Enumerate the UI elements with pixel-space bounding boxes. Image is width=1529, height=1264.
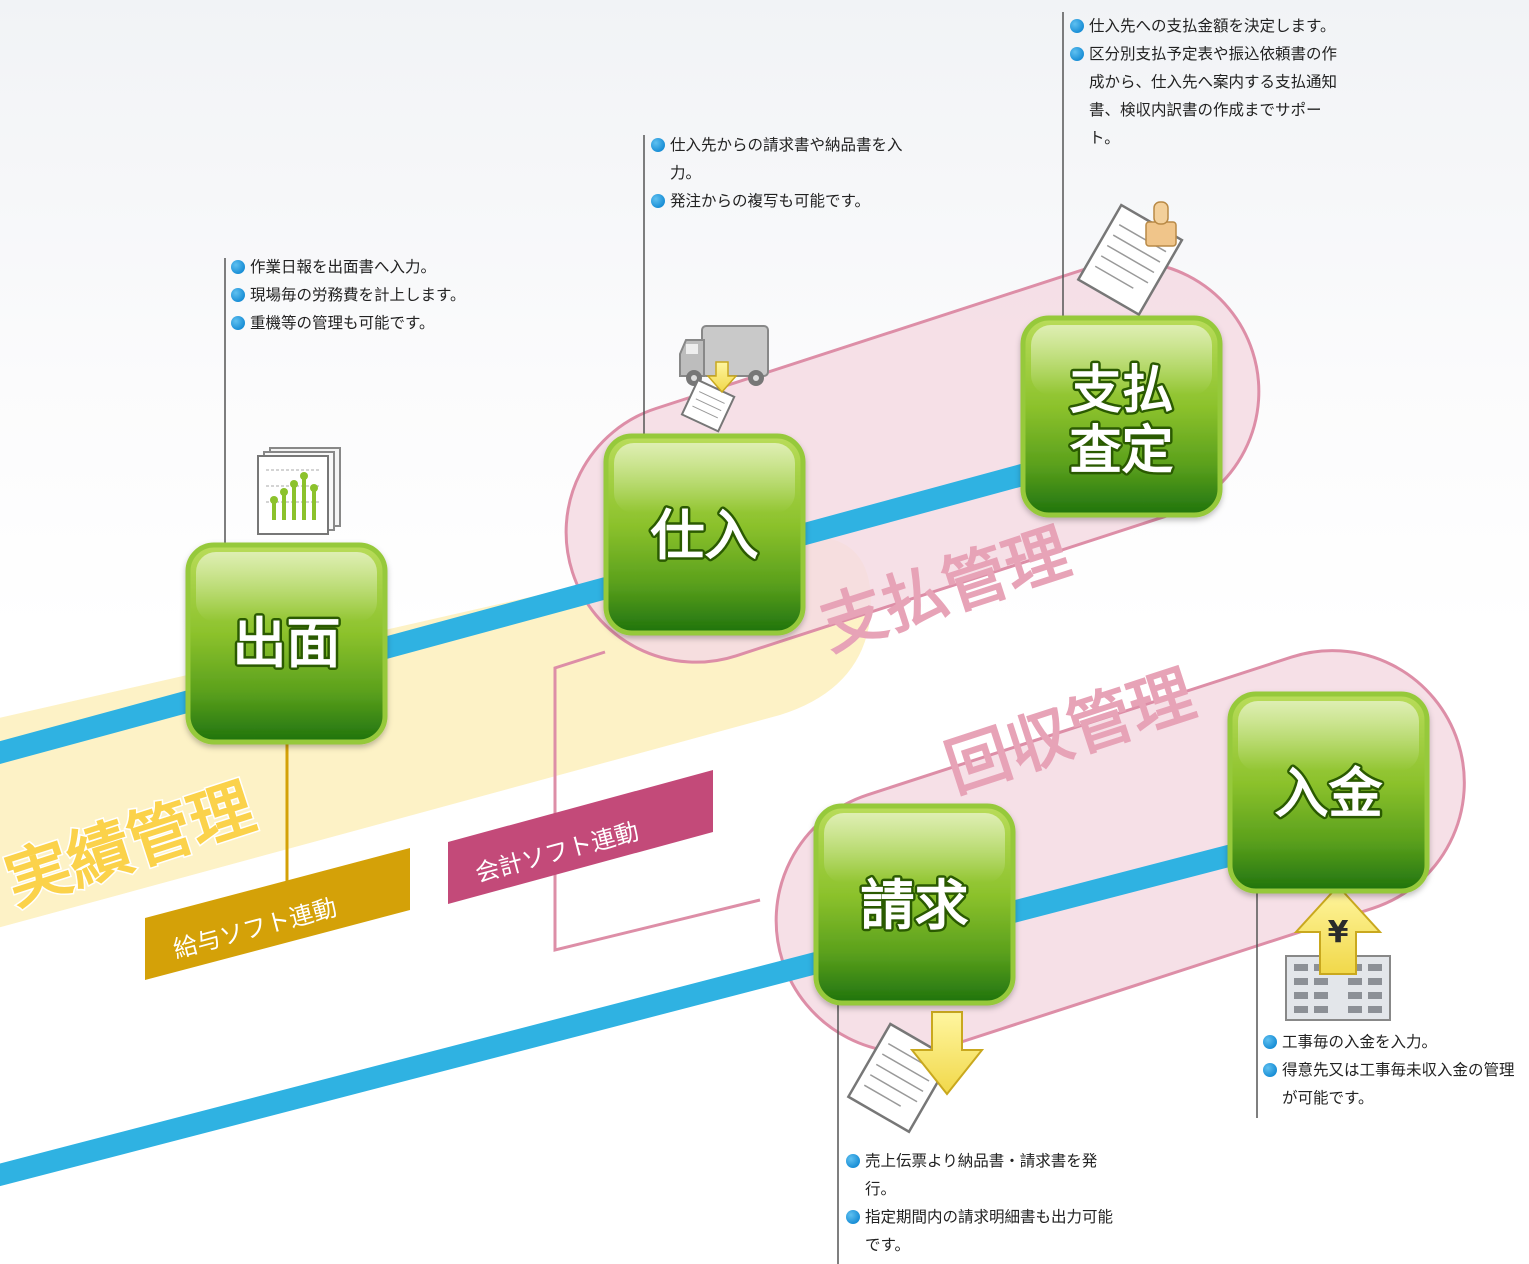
shiharai-desc-item: 区分別支払予定表や振込依頼書の作成から、仕入先へ案内する支払通知書、検収内訳書の…	[1069, 40, 1339, 152]
node-nyukin[interactable]: 入金	[1227, 691, 1430, 894]
kaikei-connector	[553, 650, 761, 952]
shiharai-desc-item: 仕入先への支払金額を決定します。	[1069, 12, 1339, 40]
shiharai-description: 仕入先への支払金額を決定します。 区分別支払予定表や振込依頼書の作成から、仕入先…	[1069, 12, 1339, 152]
shiire-desc-item: 発注からの複写も可能です。	[650, 187, 920, 215]
node-shiharai-label-1: 支払	[1069, 361, 1173, 421]
seikyu-desc-item: 売上伝票より納品書・請求書を発行。	[845, 1147, 1115, 1203]
shiire-description: 仕入先からの請求書や納品書を入力。 発注からの複写も可能です。	[650, 131, 920, 215]
seikyu-desc-item: 指定期間内の請求明細書も出力可能です。	[845, 1203, 1115, 1259]
node-demen-label: 出面	[233, 612, 341, 675]
bar-chart-document-icon	[257, 447, 341, 535]
node-shiire-label: 仕入	[651, 504, 759, 567]
demen-description: 作業日報を出面書へ入力。 現場毎の労務費を計上します。 重機等の管理も可能です。	[230, 253, 530, 337]
node-shiire[interactable]: 仕入	[603, 433, 806, 636]
demen-desc-item: 重機等の管理も可能です。	[230, 309, 530, 337]
shiire-desc-item: 仕入先からの請求書や納品書を入力。	[650, 131, 920, 187]
node-shiharai-satei[interactable]: 支払 査定	[1020, 315, 1223, 518]
seikyu-description: 売上伝票より納品書・請求書を発行。 指定期間内の請求明細書も出力可能です。	[845, 1147, 1115, 1259]
node-demen[interactable]: 出面	[185, 542, 388, 745]
yen-building-icon: ¥	[1285, 884, 1391, 1021]
invoice-download-icon	[846, 1011, 985, 1134]
demen-desc-item: 現場毎の労務費を計上します。	[230, 281, 530, 309]
seal-stamp-document-icon	[1076, 201, 1184, 317]
delivery-truck-icon	[679, 325, 769, 433]
node-shiharai-label-2: 査定	[1069, 421, 1173, 481]
node-seikyu[interactable]: 請求	[813, 803, 1016, 1006]
nyukin-description: 工事毎の入金を入力。 得意先又は工事毎未収入金の管理が可能です。	[1262, 1028, 1524, 1112]
nyukin-desc-item: 工事毎の入金を入力。	[1262, 1028, 1524, 1056]
node-seikyu-label: 請求	[861, 874, 969, 937]
demen-desc-item: 作業日報を出面書へ入力。	[230, 253, 530, 281]
flow-line-upper	[0, 451, 1073, 764]
nyukin-desc-item: 得意先又は工事毎未収入金の管理が可能です。	[1262, 1056, 1524, 1112]
node-nyukin-label: 入金	[1275, 762, 1384, 825]
flow-line-lower	[0, 829, 1293, 1187]
svg-text:¥: ¥	[1328, 915, 1349, 950]
